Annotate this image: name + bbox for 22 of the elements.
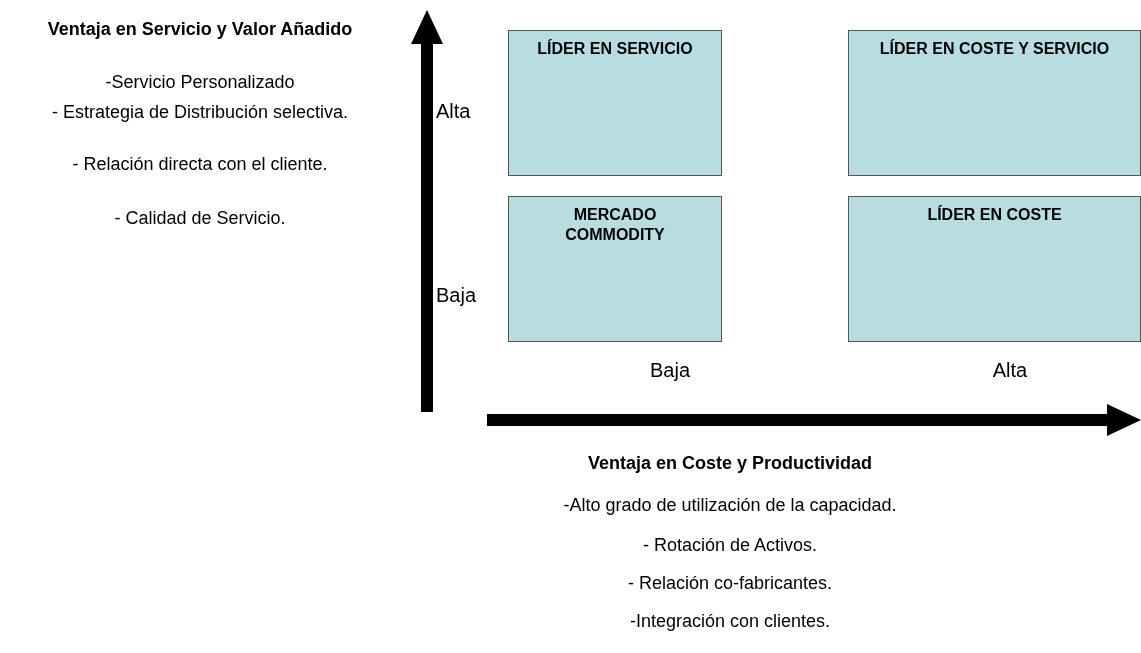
bullet-point: -Integración con clientes. xyxy=(628,610,832,633)
bullet-point: -Alto grado de utilización de la capacidad. xyxy=(562,494,898,517)
quadrant-title: LÍDER EN SERVICIO xyxy=(536,39,694,59)
quadrant-box xyxy=(508,196,722,342)
quadrant-title: MERCADO COMMODITY xyxy=(564,205,666,245)
bullet-point: - Rotación de Activos. xyxy=(641,534,819,557)
quadrant-title: LÍDER EN COSTE xyxy=(926,205,1063,225)
axis-level-label: Baja xyxy=(649,358,691,383)
bullet-point: - Relación directa con el cliente. xyxy=(71,153,329,176)
bullet-point: - Relación co-fabricantes. xyxy=(626,572,834,595)
quadrant-box xyxy=(848,30,1141,176)
axis-level-label: Baja xyxy=(436,283,478,308)
quadrant-title: LÍDER EN COSTE Y SERVICIO xyxy=(878,39,1111,59)
axis-level-label: Alta xyxy=(436,99,472,124)
bullet-point: - Calidad de Servicio. xyxy=(113,207,287,230)
quadrant-box xyxy=(508,30,722,176)
axis-heading: Ventaja en Coste y Productividad xyxy=(586,452,874,474)
axis-level-label: Alta xyxy=(991,358,1029,383)
bullet-point: - Estrategia de Distribución selectiva. xyxy=(50,101,350,124)
bullet-point: -Servicio Personalizado xyxy=(104,71,296,94)
quadrant-box xyxy=(848,196,1141,342)
axis-heading: Ventaja en Servicio y Valor Añadido xyxy=(46,18,354,40)
